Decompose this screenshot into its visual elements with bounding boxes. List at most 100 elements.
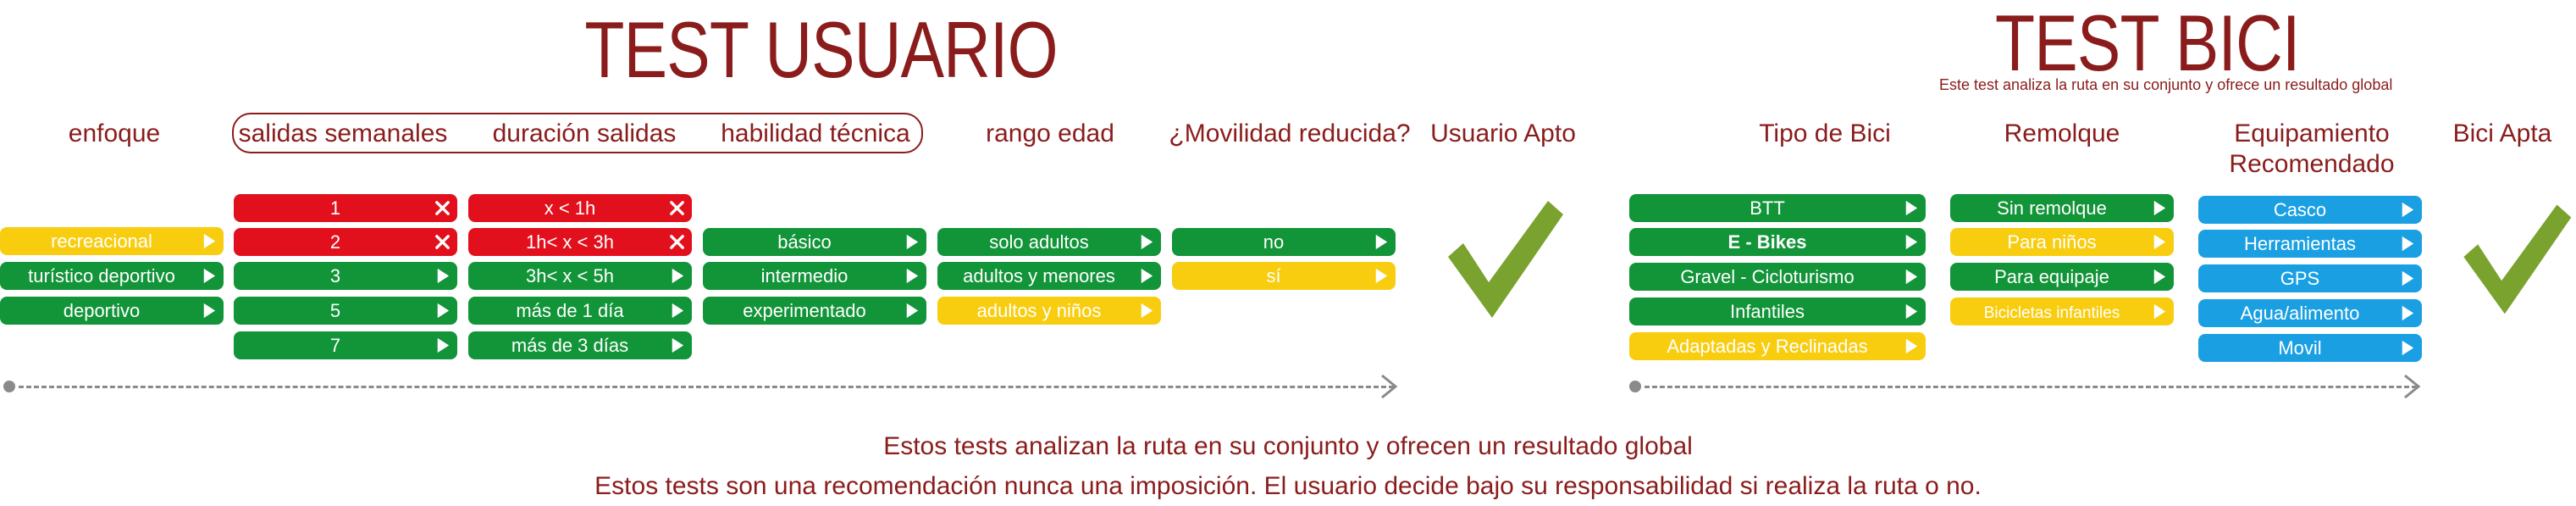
option-experimentado[interactable]: experimentado [703,297,926,325]
option-basico[interactable]: básico [703,228,926,256]
option-label: E - Bikes [1727,231,1807,253]
option-casco[interactable]: Casco [2198,196,2422,224]
option-gravel-cicloturismo[interactable]: Gravel - Cicloturismo [1629,263,1926,291]
option-e-bikes[interactable]: E - Bikes [1629,228,1926,256]
footer-line-2: Estos tests son una recomendación nunca … [594,472,1982,500]
play-arrow-icon [437,337,450,353]
option-salidas-3[interactable]: 3 [234,262,457,290]
option-label: turístico deportivo [28,265,175,286]
header-usuario-apto: Usuario Apto [1430,120,1576,147]
option-label: intermedio [760,265,849,286]
play-arrow-icon [1141,268,1153,284]
chevron-right-icon [1381,374,1398,399]
option-label: adultos y menores [963,265,1115,286]
option-label: Infantiles [1729,301,1805,322]
option-label: más de 3 días [511,335,629,356]
header-tipo-de-bici: Tipo de Bici [1759,120,1891,147]
play-arrow-icon [203,268,216,284]
option-label: Sin remolque [1997,197,2107,219]
close-icon [670,235,684,249]
play-arrow-icon [2402,236,2414,252]
option-duracion-3h-5h[interactable]: 3h< x < 5h [468,262,692,290]
option-adultos-y-menores[interactable]: adultos y menores [937,262,1161,290]
option-label: 2 [329,231,341,253]
option-label: recreacional [51,231,152,252]
header-remolque: Remolque [2004,120,2120,147]
option-label: Bicicletas infantiles [1983,304,2120,322]
option-label: Gravel - Cicloturismo [1680,266,1855,287]
play-arrow-icon [2153,234,2166,250]
play-arrow-icon [1905,234,1918,250]
play-arrow-icon [1141,303,1153,319]
option-agua-alimento[interactable]: Agua/alimento [2198,299,2422,327]
option-deportivo[interactable]: deportivo [0,297,224,325]
option-label: 1h< x < 3h [526,231,614,253]
option-turistico-deportivo[interactable]: turístico deportivo [0,262,224,290]
option-duracion-menos-1h[interactable]: x < 1h [468,194,692,222]
option-label: Para equipaje [1994,266,2109,287]
option-movilidad-no[interactable]: no [1172,228,1396,256]
option-sin-remolque[interactable]: Sin remolque [1950,194,2174,222]
play-arrow-icon [1905,269,1918,285]
play-arrow-icon [906,303,919,319]
play-arrow-icon [2402,270,2414,286]
play-arrow-icon [672,268,684,284]
play-arrow-icon [2153,200,2166,216]
option-para-ninos[interactable]: Para niños [1950,228,2174,256]
play-arrow-icon [2153,269,2166,285]
option-label: Casco [2273,199,2327,220]
footer-line-1: Estos tests analizan la ruta en su conju… [883,432,1693,460]
play-arrow-icon [906,234,919,250]
play-arrow-icon [672,303,684,319]
option-movilidad-si[interactable]: sí [1172,262,1396,290]
option-duracion-mas-3-dias[interactable]: más de 3 días [468,331,692,359]
option-label: Para niños [2007,231,2097,253]
option-gps[interactable]: GPS [2198,264,2422,292]
test-bici-subtitle: Este test analiza la ruta en su conjunto… [1939,76,2393,93]
option-adultos-y-ninos[interactable]: adultos y niños [937,297,1161,325]
close-icon [435,235,450,249]
option-salidas-1[interactable]: 1 [234,194,457,222]
option-infantiles[interactable]: Infantiles [1629,297,1926,325]
option-label: 1 [329,197,341,219]
option-duracion-1h-3h[interactable]: 1h< x < 3h [468,228,692,256]
header-habilidad-tecnica: habilidad técnica [721,120,910,147]
option-adaptadas-y-reclinadas[interactable]: Adaptadas y Reclinadas [1629,332,1926,360]
option-movil[interactable]: Movil [2198,334,2422,362]
checkmark-icon [2463,204,2572,314]
option-label: básico [777,231,832,253]
progress-start-dot [3,381,15,392]
close-icon [670,201,684,215]
play-arrow-icon [1905,200,1918,216]
header-salidas-semanales: salidas semanales [238,120,448,147]
play-arrow-icon [2153,303,2166,320]
progress-dashed-line [1645,386,2417,388]
option-btt[interactable]: BTT [1629,194,1926,222]
checkmark-icon [1448,201,1563,318]
play-arrow-icon [1141,234,1153,250]
option-solo-adultos[interactable]: solo adultos [937,228,1161,256]
option-label: GPS [2280,268,2320,289]
option-label: 7 [329,335,341,356]
option-salidas-5[interactable]: 5 [234,297,457,325]
option-para-equipaje[interactable]: Para equipaje [1950,263,2174,291]
option-salidas-2[interactable]: 2 [234,228,457,256]
option-label: solo adultos [989,231,1089,253]
option-label: Herramientas [2243,233,2357,254]
option-recreacional[interactable]: recreacional [0,227,224,255]
play-arrow-icon [2402,202,2414,218]
play-arrow-icon [672,337,684,353]
option-intermedio[interactable]: intermedio [703,262,926,290]
header-rango-edad: rango edad [986,120,1114,147]
option-bicicletas-infantiles[interactable]: Bicicletas infantiles [1950,297,2174,325]
option-label: BTT [1750,197,1785,219]
option-duracion-mas-1-dia[interactable]: más de 1 día [468,297,692,325]
option-label: Adaptadas y Reclinadas [1667,336,1868,357]
option-label: x < 1h [544,197,596,219]
play-arrow-icon [203,303,216,319]
header-enfoque: enfoque [68,120,161,147]
option-label: Movil [2278,337,2322,359]
test-bici-title: TEST BICI [1995,0,2300,87]
option-salidas-7[interactable]: 7 [234,331,457,359]
option-herramientas[interactable]: Herramientas [2198,230,2422,258]
